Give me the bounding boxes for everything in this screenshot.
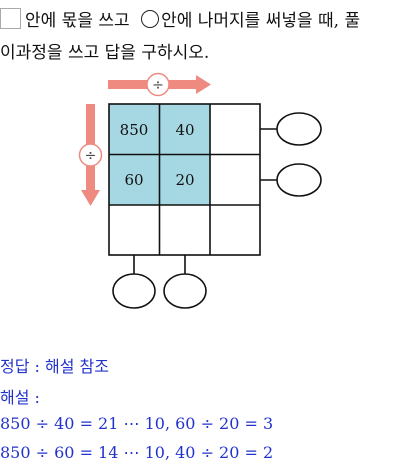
remainder-oval-row-2 bbox=[276, 163, 322, 197]
cell-40: 40 bbox=[175, 121, 194, 139]
vertical-divide-sign: ÷ bbox=[85, 148, 97, 164]
explanation-label: 해설 : bbox=[0, 388, 40, 407]
horizontal-divide-sign: ÷ bbox=[152, 78, 164, 94]
remainder-oval-col-1 bbox=[112, 273, 156, 309]
remainder-oval-col-2 bbox=[163, 273, 207, 309]
explanation-line-1: 850 ÷ 40 = 21 ⋯ 10, 60 ÷ 20 = 3 bbox=[0, 414, 274, 433]
vertical-division-arrow: ÷ bbox=[78, 104, 103, 206]
remainder-oval-row-1 bbox=[276, 112, 322, 146]
horizontal-arrow-head bbox=[196, 75, 211, 94]
horizontal-division-arrow: ÷ bbox=[108, 72, 211, 97]
answer-label: 정답 : 해설 참조 bbox=[0, 357, 109, 376]
question-part-2: 안에 나머지를 써넣을 때, 풀 bbox=[161, 11, 361, 31]
horizontal-divide-circle bbox=[146, 72, 170, 97]
vertical-arrow-head bbox=[81, 190, 100, 206]
vertical-divide-circle bbox=[78, 143, 103, 167]
answer-box-icon bbox=[0, 8, 21, 29]
cell-20: 20 bbox=[175, 171, 194, 189]
circle-icon bbox=[141, 10, 160, 28]
bottom-remainder-ovals bbox=[112, 255, 207, 309]
cell-60: 60 bbox=[124, 171, 143, 189]
right-remainder-ovals bbox=[260, 112, 322, 197]
division-diagram: ÷ ÷ 850 40 60 20 bbox=[78, 72, 322, 309]
explanation-line-2: 850 ÷ 60 = 14 ⋯ 10, 40 ÷ 20 = 2 bbox=[0, 443, 274, 462]
question-line-2: 이과정을 쓰고 답을 구하시오. bbox=[0, 43, 210, 63]
question-line-1: 안에 몫을 쓰고 안에 나머지를 써넣을 때, 풀 bbox=[0, 6, 360, 31]
question-part-1: 안에 몫을 쓰고 bbox=[25, 11, 130, 31]
cell-850: 850 bbox=[120, 121, 149, 139]
